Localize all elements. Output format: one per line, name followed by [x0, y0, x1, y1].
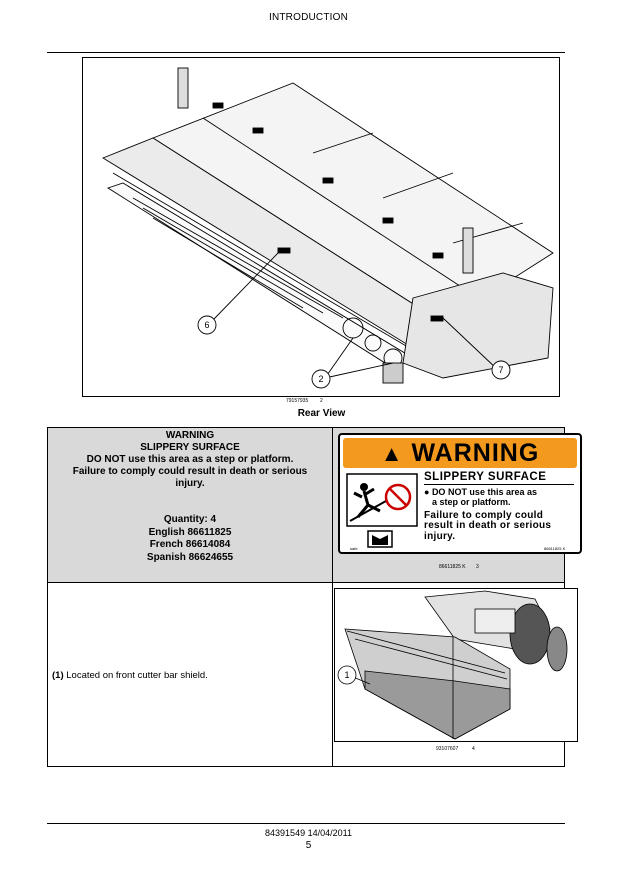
- figure2-number: 4: [472, 746, 475, 752]
- figure-cutter-bar: 1: [334, 588, 578, 742]
- location-text: (1) Located on front cutter bar shield.: [52, 670, 208, 681]
- warning-line-1: WARNING: [165, 430, 215, 441]
- decal-bullet-text: DO NOT use this area as: [431, 486, 537, 497]
- part-spanish: Spanish 86624655: [146, 551, 234, 563]
- decal-bullet: ● DO NOT use this area as: [424, 486, 537, 497]
- decal-number: 3: [476, 564, 479, 570]
- callout-1: 1: [337, 665, 357, 685]
- callout-7: 7: [491, 360, 511, 380]
- page-header-title: INTRODUCTION: [268, 12, 349, 23]
- figure1-ref: 79157935: [286, 398, 309, 404]
- cutter-bar-illustration: 1: [337, 590, 568, 740]
- part-english: English 86611825: [148, 526, 232, 538]
- svg-text:7: 7: [498, 365, 503, 375]
- figure2-ref: 93107607: [436, 746, 459, 752]
- callout-2: 2: [311, 369, 331, 389]
- footer-rule: [47, 823, 565, 824]
- warning-line-4: Failure to comply could result in death …: [72, 466, 308, 477]
- warning-line-2: SLIPPERY SURFACE: [140, 442, 240, 453]
- quantity-label: Quantity: 4: [163, 514, 217, 525]
- page-number: 5: [305, 840, 312, 851]
- decal-bullet-2: a step or platform.: [432, 497, 511, 507]
- quantity-block: Quantity: 4 English 86611825 French 8661…: [48, 514, 332, 564]
- figure1-number: 2: [320, 398, 323, 404]
- decal-title-text: WARNING: [411, 439, 540, 467]
- decal-header: ▲ WARNING: [343, 438, 577, 468]
- svg-text:1: 1: [344, 670, 349, 680]
- decal-table: WARNING SLIPPERY SURFACE DO NOT use this…: [47, 427, 582, 767]
- slip-hazard-icon: [346, 473, 418, 548]
- mower-rear-illustration: 6 2 7: [102, 67, 554, 389]
- decal-consequence-3: injury.: [424, 530, 456, 542]
- callout-6: 6: [197, 315, 217, 335]
- location-label-number: (1): [52, 670, 64, 681]
- header-rule: [47, 52, 565, 53]
- decal-text-block: SLIPPERY SURFACE ● DO NOT use this area …: [424, 471, 574, 542]
- decal-code-right: 86611825 K: [544, 546, 566, 551]
- footer-doc-id: 84391549 14/04/2011: [265, 828, 352, 838]
- part-french: French 86614084: [149, 539, 231, 550]
- decal-subtitle: SLIPPERY SURFACE: [424, 471, 574, 485]
- warning-triangle-icon: ▲: [380, 441, 404, 466]
- location-description: Located on front cutter bar shield.: [66, 670, 208, 681]
- figure-rear-view: 6 2 7: [82, 57, 560, 397]
- warning-decal: ▲ WARNING SLIPPERY SURFACE ● DO NOT use …: [338, 433, 582, 554]
- figure1-caption: Rear View: [297, 408, 346, 419]
- decal-consequence-2: result in death or serious: [424, 520, 552, 531]
- decal-code-left: safe: [350, 546, 358, 551]
- svg-text:2: 2: [318, 374, 323, 384]
- warning-description: WARNING SLIPPERY SURFACE DO NOT use this…: [48, 430, 332, 490]
- decal-consequence-1: Failure to comply could: [424, 509, 544, 521]
- column-divider: [332, 428, 333, 766]
- decal-ref: 86611825 K: [439, 564, 466, 570]
- warning-line-3: DO NOT use this area as a step or platfo…: [86, 454, 294, 465]
- warning-line-5: injury.: [175, 478, 205, 489]
- decal-title: ▲ WARNING: [343, 439, 577, 468]
- svg-text:6: 6: [204, 320, 209, 330]
